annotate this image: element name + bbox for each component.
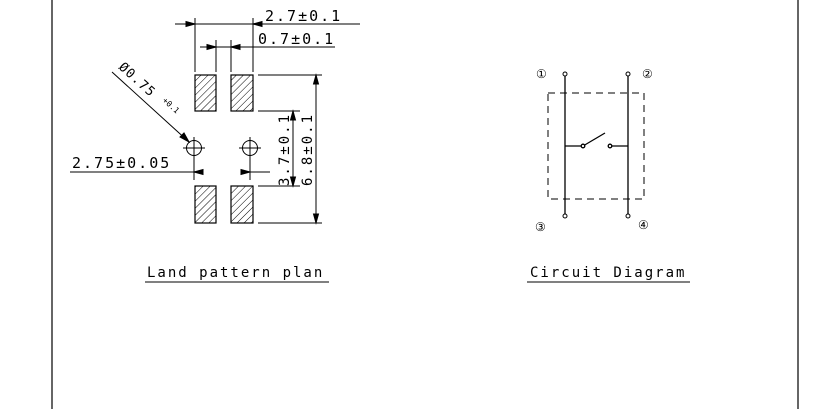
dim-hole-tolerance-label: +0.1	[161, 96, 181, 116]
dim-overall-width-label: 2.7±0.1	[265, 7, 342, 25]
dim-hole-spacing-label: 2.75±0.05	[72, 154, 171, 172]
pad-bottom-left	[194, 185, 217, 224]
dim-overall-height-label: 6.8±0.1	[300, 113, 316, 186]
pin-2-label: ②	[642, 67, 653, 81]
circuit-diagram-caption: Circuit Diagram	[530, 265, 686, 281]
pad-bottom-right	[230, 185, 254, 224]
switch-enclosure	[547, 92, 645, 200]
land-pattern-plan: 2.7±0.1 0.7±0.1 Ø0.75 +0.1 2.75±0.05	[70, 7, 360, 283]
hole-right	[239, 137, 261, 159]
circuit-diagram: ① ② ③ ④ Circuit Diagram	[527, 67, 690, 283]
land-pattern-caption: Land pattern plan	[147, 265, 324, 281]
dim-pad-pitch-lines	[258, 109, 300, 188]
dim-overall-height-lines	[258, 73, 322, 225]
dim-overall-width-lines	[175, 18, 360, 72]
dim-pad-pitch-label: 3.7±0.1	[277, 113, 293, 186]
terminal-lines	[564, 74, 629, 215]
switch-contact	[565, 132, 628, 149]
dim-pad-width-label: 0.7±0.1	[258, 30, 335, 48]
dim-hole-spacing-lines	[70, 158, 270, 180]
pin-4-label: ④	[638, 218, 649, 232]
pad-top-left	[194, 74, 217, 112]
pad-top-right	[230, 74, 254, 112]
dim-pad-width-lines	[200, 40, 335, 72]
dim-hole-diameter-leader	[111, 71, 191, 144]
hole-left	[183, 137, 205, 159]
terminal-dots	[562, 71, 631, 219]
pin-3-label: ③	[535, 220, 546, 234]
sheet-frame	[51, 0, 799, 409]
pin-1-label: ①	[536, 67, 547, 81]
